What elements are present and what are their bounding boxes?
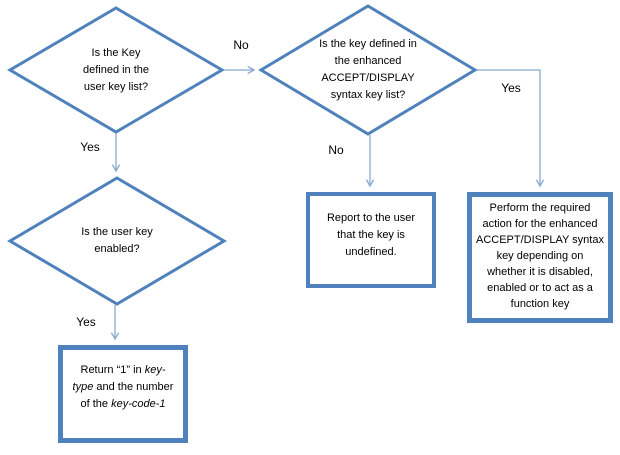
text-line: Perform the required — [489, 202, 591, 214]
text-line: Is the Key — [91, 46, 141, 59]
text-line: key depending on — [496, 250, 584, 262]
decision-user-key-defined-text: Is the Key defined in the user key list? — [30, 20, 202, 120]
text-line: enabled or to act as a — [487, 282, 593, 294]
text-line: undefined. — [345, 246, 397, 258]
process-perform-action-box: Perform the required action for the enha… — [467, 192, 613, 323]
edge-label-no-to-report: No — [328, 143, 344, 157]
text-line: action for the enhanced — [482, 218, 598, 230]
edge-label-no-to-enhanced: No — [233, 38, 249, 52]
text-line: Is the key defined in — [319, 38, 417, 50]
process-report-undefined-box: Report to the user that the key is undef… — [306, 192, 436, 288]
process-return-key-type-box: Return “1” in key- type and the number o… — [58, 345, 188, 443]
text-line: Return “1” in key- — [80, 364, 166, 376]
decision-enhanced-key-defined-text: Is the key defined in the enhanced ACCEP… — [281, 16, 455, 124]
text-line: Report to the user — [326, 212, 416, 224]
text-line: the enhanced — [334, 55, 402, 67]
text-line: user key list? — [83, 80, 149, 93]
text-line: function key — [510, 298, 570, 310]
text-line: that the key is — [337, 229, 405, 241]
text-line: type and the number — [72, 381, 174, 393]
connector-yes-to-perform-box — [474, 69, 545, 188]
text-line: of the key-code-1 — [80, 398, 166, 410]
decision-user-key-enabled-text: Is the user key enabled? — [30, 191, 204, 291]
decision-enhanced-key-defined-shape — [258, 4, 478, 136]
decision-user-key-enabled-shape — [7, 176, 227, 306]
decision-user-key-defined-shape — [7, 6, 225, 134]
edge-label-yes-to-return: Yes — [76, 315, 96, 329]
text-line: ACCEPT/DISPLAY syntax — [476, 234, 604, 246]
text-line: whether it is disabled, — [487, 266, 593, 278]
text-line: Is the user key — [81, 226, 153, 238]
edge-label-yes-to-perform: Yes — [501, 81, 521, 95]
text-line: enabled? — [94, 243, 140, 255]
edge-label-yes-to-enabled: Yes — [80, 140, 100, 154]
text-line: ACCEPT/DISPLAY — [321, 72, 415, 84]
text-line: defined in the — [82, 63, 150, 76]
text-line: syntax key list? — [330, 89, 406, 101]
